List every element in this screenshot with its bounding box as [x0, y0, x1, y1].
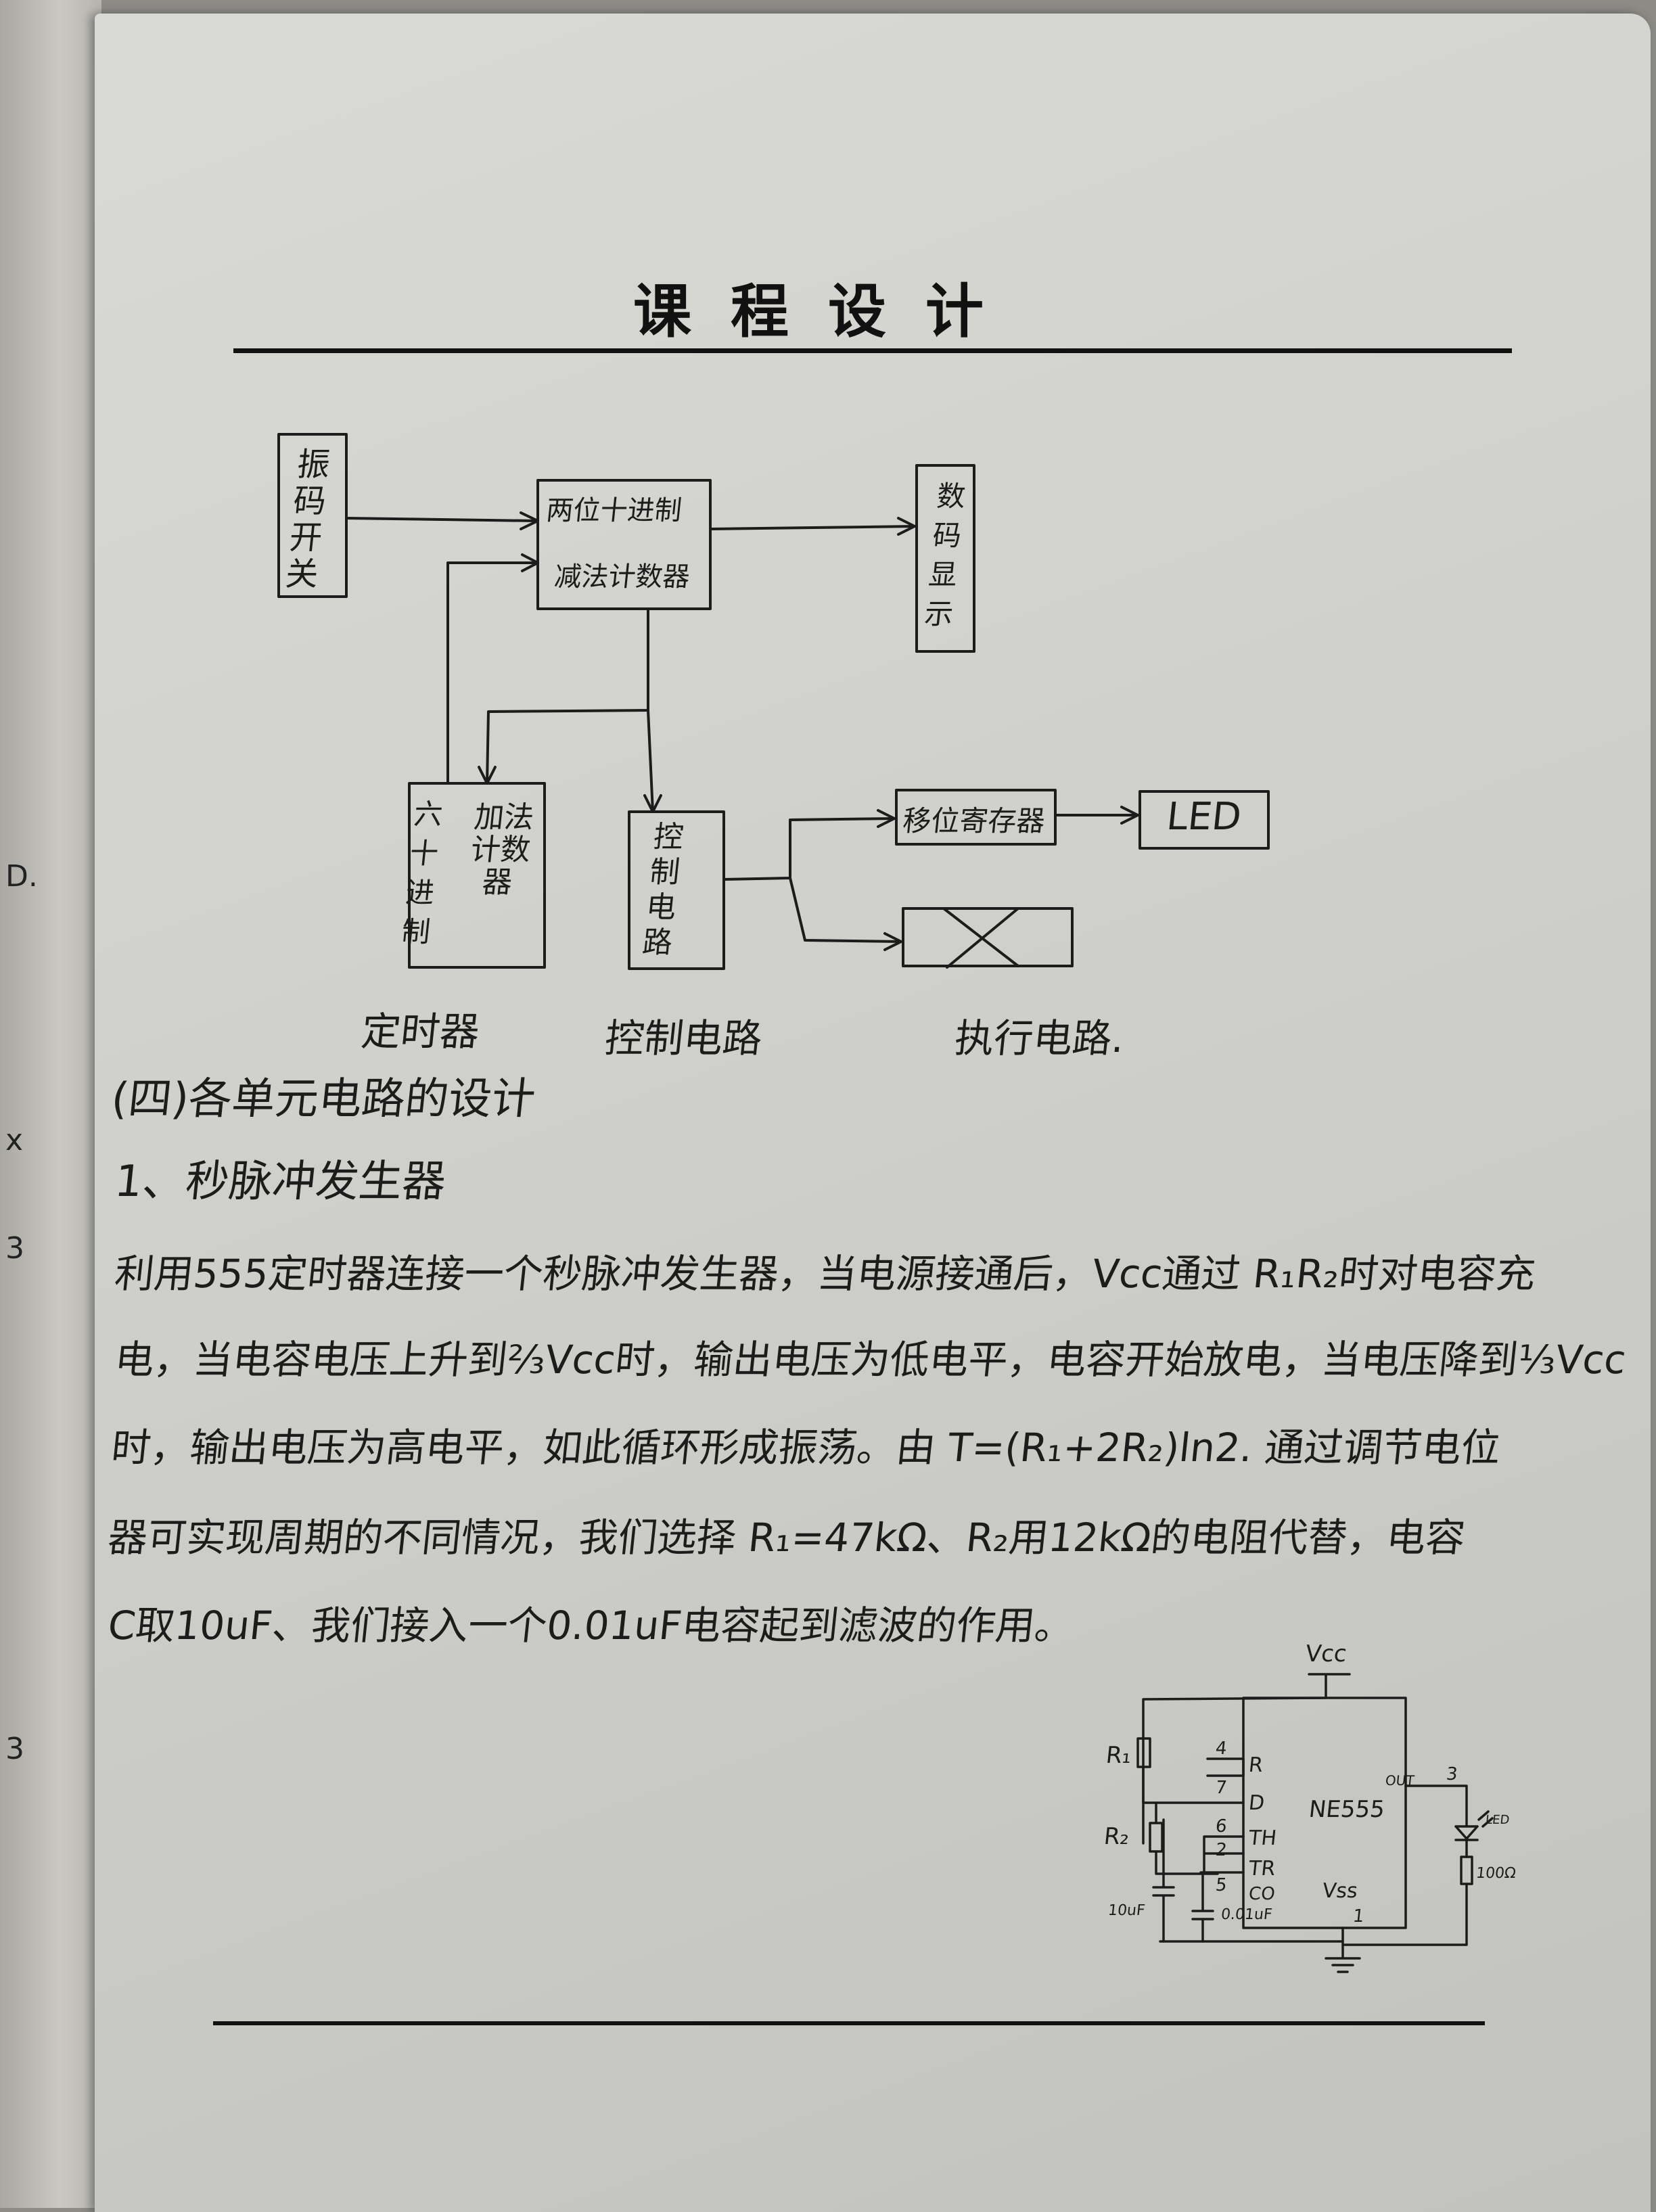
exec-caption: 执行电路.: [952, 1015, 1127, 1061]
load-resistor-label: 100Ω: [1475, 1865, 1517, 1882]
out-label: OUT: [1384, 1772, 1415, 1789]
shift-register-box: [895, 789, 1057, 846]
r2-label: R₂: [1102, 1823, 1131, 1850]
margin-mark: D.: [5, 859, 38, 894]
chip-label: NE555: [1307, 1796, 1386, 1823]
pin-number: 1: [1352, 1906, 1366, 1927]
pin-number: 4: [1214, 1738, 1228, 1759]
display-box: [915, 464, 975, 653]
header-rule: [233, 348, 1512, 353]
pin-name: TR: [1247, 1857, 1277, 1881]
pin-name: CO: [1247, 1884, 1276, 1904]
section-heading: (四)各单元电路的设计: [109, 1074, 538, 1124]
exec-box: [902, 907, 1074, 967]
control-caption: 控制电路: [602, 1015, 765, 1061]
led-box: [1138, 790, 1270, 850]
counter-block-label-1: 两位十进制: [545, 495, 683, 526]
pin-name: R: [1247, 1753, 1264, 1777]
previous-page-edge: D. x 3 3: [0, 0, 101, 2208]
timer-caption: 定时器: [359, 1009, 482, 1055]
paper-sheet: [95, 14, 1651, 2212]
r1-label: R₁: [1104, 1742, 1133, 1769]
footer-rule: [213, 2021, 1485, 2025]
shift-register-label: 移位寄存器: [901, 804, 1047, 837]
switch-box: [277, 433, 348, 598]
paragraph-line: 器可实现周期的不同情况，我们选择 R₁=47kΩ、R₂用12kΩ的电阻代替，电容: [106, 1515, 1468, 1561]
pin-name: D: [1247, 1791, 1266, 1815]
counter-box: [536, 479, 712, 610]
margin-mark: 3: [5, 1732, 24, 1766]
margin-mark: x: [5, 1123, 24, 1157]
timer-block-label-right: 加法计数器: [469, 800, 536, 900]
vcc-label: Vcc: [1304, 1640, 1348, 1667]
control-box: [628, 810, 725, 970]
r2-resistor: [1149, 1822, 1164, 1853]
page-title: 课程设计: [633, 277, 1023, 346]
led-block-label: LED: [1164, 795, 1244, 839]
pin-number: 7: [1214, 1778, 1228, 1798]
vss-label: Vss: [1321, 1879, 1359, 1903]
pin-number: 3: [1445, 1764, 1459, 1784]
margin-mark: 3: [5, 1231, 24, 1266]
ne555-chip: [1242, 1697, 1407, 1929]
pin-number: 2: [1214, 1840, 1228, 1860]
pin-number: 6: [1214, 1816, 1228, 1837]
timer-box: [408, 782, 546, 969]
paragraph-line: 电，当电容电压上升到⅔Vcc时，输出电压为低电平，电容开始放电，当电压降到⅓Vc…: [112, 1337, 1628, 1383]
c1-label: 10uF: [1107, 1902, 1146, 1919]
paragraph-line: C取10uF、我们接入一个0.01uF电容起到滤波的作用。: [106, 1603, 1077, 1649]
load-resistor: [1460, 1856, 1473, 1885]
paragraph-line: 利用555定时器连接一个秒脉冲发生器，当电源接通后，Vcc通过 R₁R₂时对电容…: [112, 1251, 1538, 1297]
counter-block-label-2: 减法计数器: [553, 561, 691, 593]
section-subheading: 1、秒脉冲发生器: [112, 1157, 448, 1207]
pin-name: TH: [1247, 1826, 1278, 1850]
c2-label: 0.01uF: [1220, 1906, 1273, 1923]
paragraph-line: 时，输出电压为高电平，如此循环形成振荡。由 T=(R₁+2R₂)ln2. 通过调…: [109, 1425, 1503, 1471]
pin-number: 5: [1214, 1875, 1228, 1895]
led-label: LED: [1484, 1813, 1511, 1827]
